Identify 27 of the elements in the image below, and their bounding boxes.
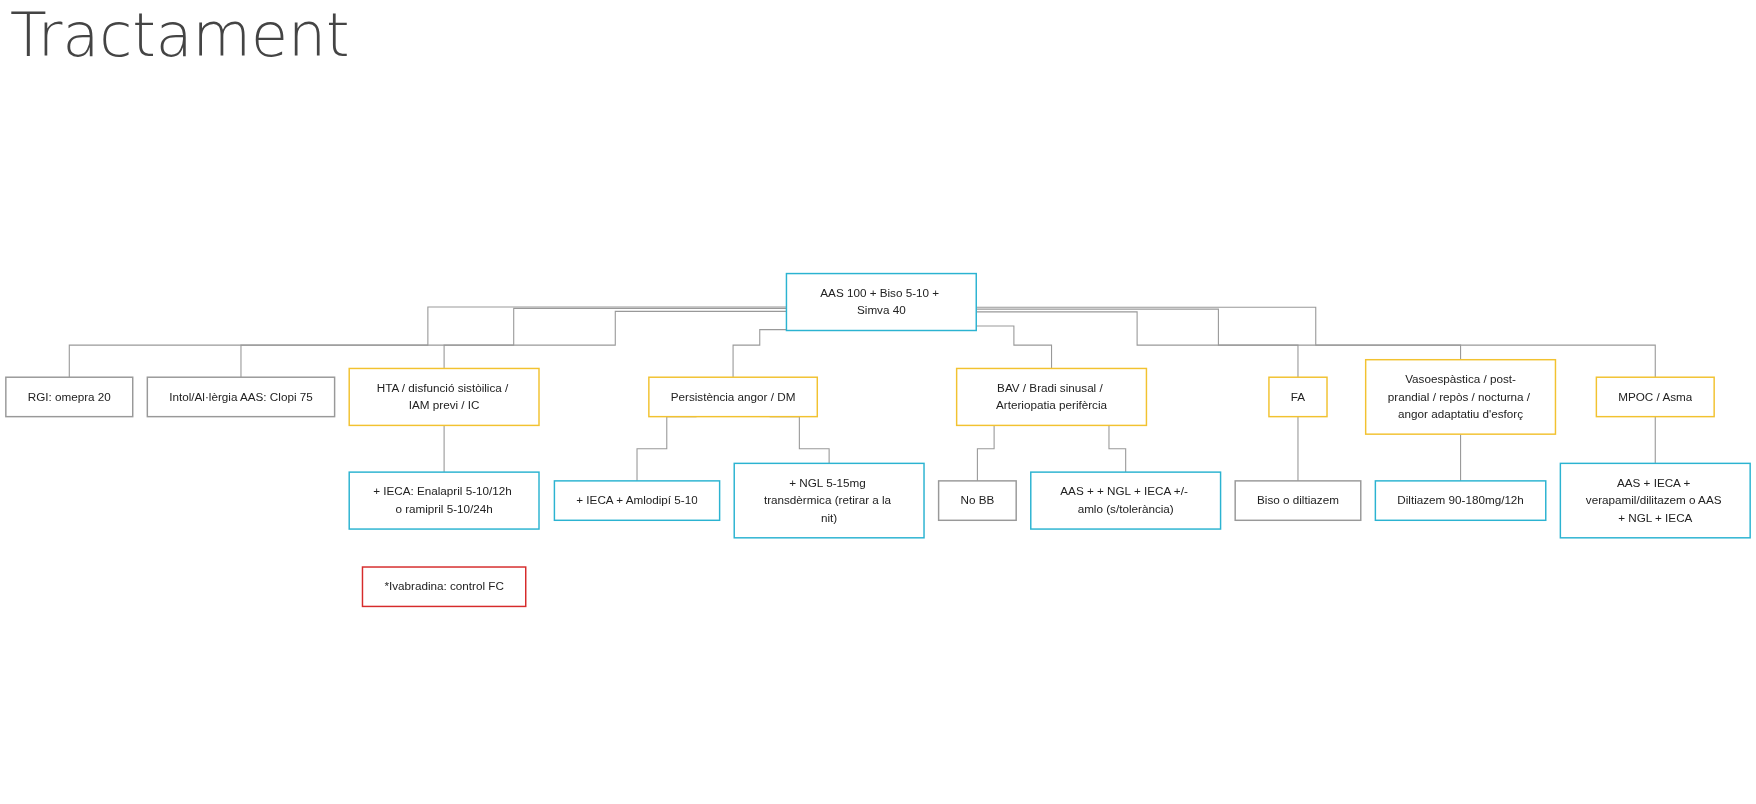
node-box: + IECA + Amlodipí 5-10 [553, 480, 721, 522]
node-box: Diltiazem 90-180mg/12h [1374, 480, 1547, 522]
node-box: RGI: omepra 20 [5, 376, 134, 418]
title: Tractament [10, 0, 350, 70]
node-box: Vasoespàstica / post-prandial / repòs / nocturna / angor adaptatiu d'esforç [1364, 358, 1557, 435]
connector [732, 329, 787, 378]
node-box: BAV / Bradi sinusal / Arteriopatia perifèrcia [955, 367, 1148, 427]
node-box: No BB [937, 480, 1017, 522]
node-box: FA [1268, 376, 1328, 418]
connector [240, 307, 787, 378]
node-box: HTA / disfunció sistòilica / IAM previ / IC [348, 367, 540, 427]
node-box: Biso o diltiazem [1234, 480, 1362, 522]
node-box: *Ivabradina: control FC [361, 566, 527, 608]
node-box: Intol/Al·lèrgia AAS: Clopi 75 [146, 376, 336, 418]
node-box: AAS + IECA + verapamil/dilitazem o AAS + NGL + IECA [1559, 462, 1751, 539]
connector [443, 424, 445, 473]
connector [1460, 433, 1462, 482]
connector [68, 306, 787, 378]
node-box: Persistència angor / DM [648, 376, 818, 418]
connector [1654, 416, 1656, 464]
connector [1297, 416, 1299, 482]
node-box: AAS + + NGL + IECA +/- amlo (s/tolerància) [1030, 471, 1222, 530]
connector [443, 310, 787, 369]
node-box: AAS 100 + Biso 5-10 + Simva 40 [785, 272, 977, 332]
node-box: + NGL 5-15mg transdèrmica (retirar a la nit) [733, 462, 925, 539]
node-box: MPOC / Asma [1595, 376, 1715, 418]
node-box: + IECA: Enalapril 5-10/12h o ramipril 5-10/24h [348, 471, 540, 530]
